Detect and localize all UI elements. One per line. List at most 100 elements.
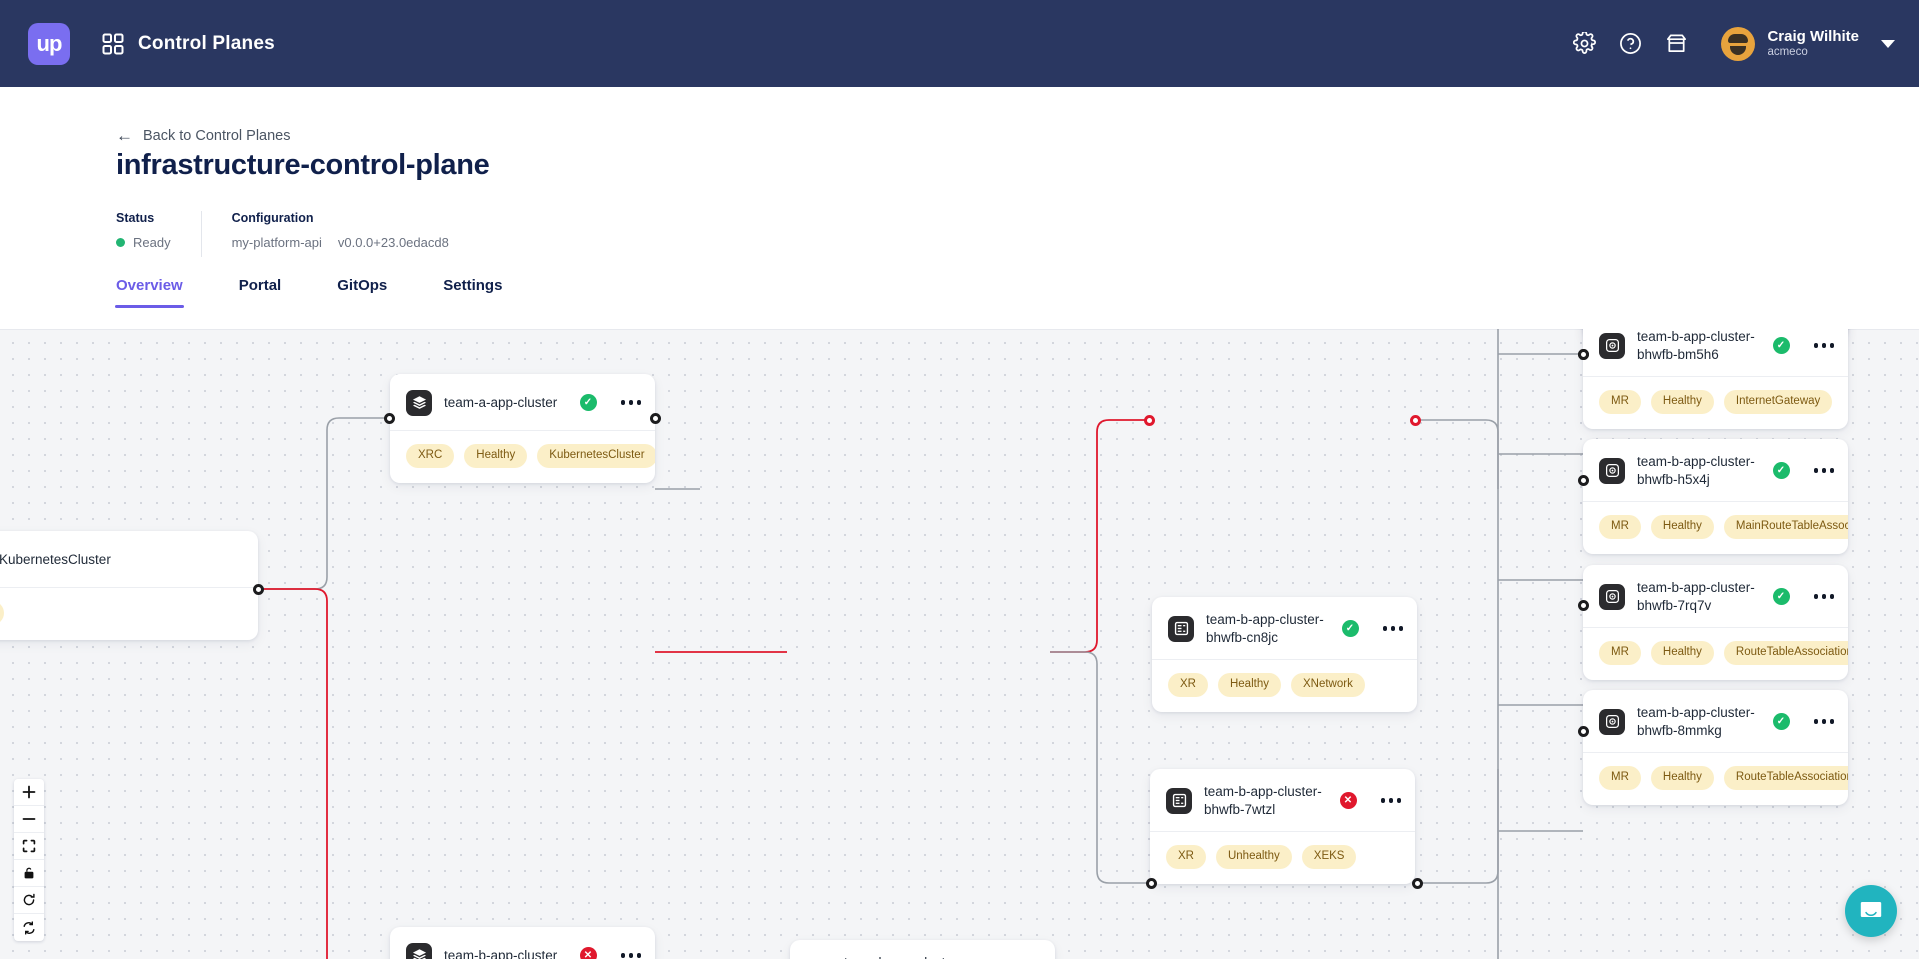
zoom-in-button[interactable]	[14, 779, 44, 806]
user-name: Craig Wilhite	[1767, 28, 1859, 46]
app-breadcrumb[interactable]: Control Planes	[102, 33, 275, 55]
node-card-kubernetescluster[interactable]: KubernetesCluster API	[0, 531, 258, 640]
gear-icon[interactable]	[1561, 21, 1607, 67]
status-dot-icon	[116, 238, 125, 247]
node-tag: Healthy	[464, 444, 528, 468]
node-menu-button[interactable]	[1813, 468, 1834, 473]
handle-kubernetescluster-right[interactable]	[253, 584, 264, 595]
handle-bm5h6-left[interactable]	[1578, 349, 1589, 360]
configuration-block: Configuration my-platform-api v0.0.0+23.…	[232, 211, 449, 250]
handle-7wtzl-right[interactable]	[1410, 415, 1421, 426]
node-tag: Healthy	[1650, 515, 1714, 539]
status-unhealthy-icon: ✕	[579, 947, 597, 959]
node-title: team-b-app-cluster-bhwfb-7wtzl	[1204, 784, 1322, 817]
node-title: KubernetesCluster	[0, 551, 111, 567]
avatar	[1721, 26, 1756, 61]
tab-portal[interactable]: Portal	[238, 277, 282, 294]
tab-bar: Overview Portal GitOps Settings	[115, 277, 558, 308]
node-tag: Healthy	[1650, 766, 1714, 790]
node-tag: MR	[1599, 766, 1641, 790]
node-menu-button[interactable]	[1813, 594, 1834, 599]
handle-team-a-right[interactable]	[650, 413, 661, 424]
status-healthy-icon: ✓	[1772, 713, 1790, 731]
user-org: acmeco	[1767, 45, 1808, 58]
node-menu-button[interactable]	[1813, 343, 1834, 348]
chevron-down-icon[interactable]	[1881, 39, 1895, 48]
marketplace-icon[interactable]	[1653, 21, 1699, 67]
node-tag: XRC	[406, 444, 455, 468]
status-healthy-icon: ✓	[579, 394, 597, 411]
handle-7wtzl-left[interactable]	[1144, 415, 1155, 426]
node-tag: XNetwork	[1290, 673, 1365, 697]
node-tag: Healthy	[1650, 390, 1714, 414]
tab-gitops[interactable]: GitOps	[337, 277, 388, 294]
canvas-controls	[14, 779, 44, 941]
node-tag: Healthy	[1650, 641, 1714, 665]
tab-settings[interactable]: Settings	[443, 277, 503, 294]
node-title: team-b-app-cluster-bhwfb-7rq7v	[1637, 580, 1755, 613]
handle-team-a-left[interactable]	[384, 413, 395, 424]
metadata-row: Status Ready Configuration my-platform-a…	[116, 211, 449, 257]
grid-icon	[102, 33, 124, 55]
node-tag: KubernetesCluster	[537, 444, 655, 468]
configuration-label: Configuration	[231, 211, 314, 225]
node-tag: RouteTableAssociation	[1723, 766, 1848, 790]
handle-cn8jc-left[interactable]	[1146, 878, 1157, 889]
managed-resource-icon	[1599, 332, 1625, 359]
node-card-team-b-app-cluster-bhwfb-7rq7v[interactable]: team-b-app-cluster-bhwfb-7rq7v ✓ MR Heal…	[1583, 565, 1848, 680]
node-tag: XEKS	[1301, 845, 1357, 869]
reset-button[interactable]	[14, 887, 44, 914]
page-header: ← Back to Control Planes infrastructure-…	[0, 87, 1919, 329]
tab-overview[interactable]: Overview	[115, 277, 184, 308]
handle-7rq7v-left[interactable]	[1578, 600, 1589, 611]
node-menu-button[interactable]	[1813, 719, 1834, 724]
zoom-out-button[interactable]	[14, 806, 44, 833]
node-card-team-b-app-cluster-bhwfb-cn8jc[interactable]: team-b-app-cluster-bhwfb-cn8jc ✓ XR Heal…	[1152, 597, 1417, 712]
lock-button[interactable]	[14, 860, 44, 887]
node-title: team-b-app-cluster-bhwfb-8mmkg	[1637, 705, 1755, 738]
handle-h5x4j-left[interactable]	[1578, 475, 1589, 486]
node-title: team-b-app-cluster-bhwfb-bm5h6	[1637, 329, 1755, 362]
fit-view-button[interactable]	[14, 833, 44, 860]
node-tag: API	[0, 601, 4, 625]
upbound-logo[interactable]: up	[28, 22, 70, 65]
help-circle-icon[interactable]	[1607, 21, 1653, 67]
node-card-team-b-app-cluster[interactable]: team-b-app-cluster ✕ XRC Unhealthy Kuber…	[390, 927, 655, 959]
composite-icon	[1168, 615, 1194, 642]
node-card-team-b-app-cluster-bhwfb-h5x4j[interactable]: team-b-app-cluster-bhwfb-h5x4j ✓ MR Heal…	[1583, 439, 1848, 554]
layers-icon	[406, 389, 432, 416]
node-tag: XR	[1166, 845, 1206, 869]
composite-icon	[1166, 787, 1192, 814]
configuration-name: my-platform-api	[231, 235, 322, 250]
node-menu-button[interactable]	[1382, 626, 1403, 631]
status-healthy-icon: ✓	[1772, 462, 1790, 480]
node-card-team-a-app-cluster[interactable]: team-a-app-cluster ✓ XRC Healthy Kuberne…	[390, 374, 655, 483]
status-healthy-icon: ✓	[1772, 588, 1790, 606]
node-card-team-b-app-cluster-bhwfb-bm5h6[interactable]: team-b-app-cluster-bhwfb-bm5h6 ✓ MR Heal…	[1583, 329, 1848, 429]
node-tag: XR	[1168, 673, 1208, 697]
status-value: Ready	[133, 235, 171, 250]
node-menu-button[interactable]	[620, 400, 641, 405]
auto-layout-button[interactable]	[14, 914, 44, 941]
node-tag: MR	[1599, 515, 1641, 539]
status-block: Status Ready	[116, 211, 171, 250]
arrow-left-icon: ←	[116, 126, 133, 145]
status-label: Status	[116, 211, 155, 225]
node-card-team-b-app-cluster-bhwfb-8mmkg[interactable]: team-b-app-cluster-bhwfb-8mmkg ✓ MR Heal…	[1583, 690, 1848, 805]
node-menu-button[interactable]	[1380, 798, 1401, 803]
node-card-team-b-app-cluster-bhwfb[interactable]: team-b-app-cluster-bhwfb ✕ XR Unhealthy …	[790, 940, 1055, 959]
user-menu[interactable]: Craig Wilhite acmeco	[1721, 26, 1895, 61]
node-title: team-b-app-cluster-bhwfb	[844, 954, 968, 959]
divider	[200, 211, 202, 257]
node-tag: InternetGateway	[1723, 390, 1833, 414]
managed-resource-icon	[1599, 457, 1625, 484]
back-link-label: Back to Control Planes	[143, 127, 291, 144]
node-menu-button[interactable]	[620, 953, 641, 958]
resource-graph-canvas[interactable]: KubernetesCluster API team-a-app-cluster…	[0, 329, 1919, 959]
handle-8mmkg-left[interactable]	[1578, 726, 1589, 737]
node-card-team-b-app-cluster-bhwfb-7wtzl[interactable]: team-b-app-cluster-bhwfb-7wtzl ✕ XR Unhe…	[1150, 769, 1415, 884]
status-unhealthy-icon: ✕	[1339, 792, 1357, 810]
handle-cn8jc-right[interactable]	[1412, 878, 1423, 889]
back-to-control-planes-link[interactable]: ← Back to Control Planes	[116, 127, 291, 144]
chat-bubble-icon[interactable]	[1845, 885, 1897, 937]
